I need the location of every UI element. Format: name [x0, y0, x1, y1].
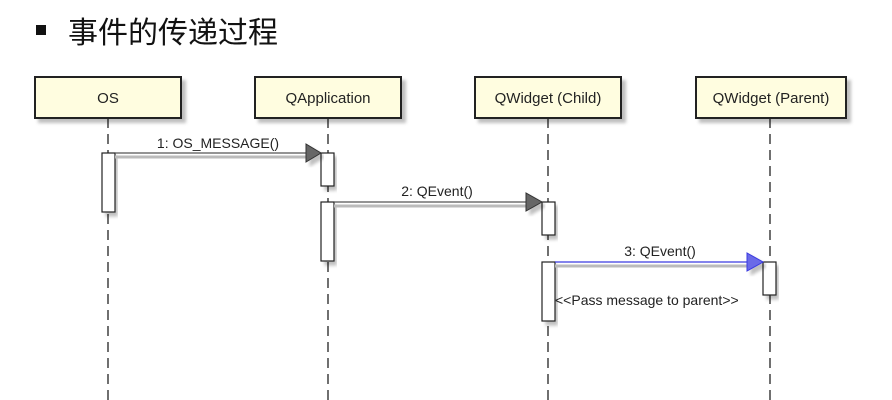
- bullet-icon: [36, 25, 46, 35]
- pass-message-note: <<Pass message to parent>>: [555, 292, 739, 308]
- participant-os: OS: [34, 76, 182, 119]
- activation-qwidget-child-2: [541, 261, 556, 322]
- activation-qwidget-parent: [762, 261, 777, 296]
- activation-qapplication-1: [320, 152, 335, 187]
- message-3-label: 3: QEvent(): [624, 243, 696, 259]
- participant-qwidget-child-label: QWidget (Child): [495, 90, 602, 107]
- arrowhead-3-icon: [746, 252, 765, 272]
- message-1-label: 1: OS_MESSAGE(): [157, 135, 279, 151]
- activation-os: [101, 152, 116, 213]
- participant-qwidget-parent: QWidget (Parent): [695, 76, 847, 119]
- slide-title-text: 事件的传递过程: [68, 16, 278, 51]
- slide-title: 事件的传递过程: [36, 8, 278, 52]
- message-3: 3: QEvent(): [555, 243, 765, 272]
- activation-qapplication-2: [320, 201, 335, 262]
- message-2: 2: QEvent(): [334, 183, 544, 212]
- arrowhead-2-icon: [525, 192, 544, 212]
- arrowhead-1-icon: [305, 143, 322, 163]
- participant-qapplication-label: QApplication: [285, 90, 370, 107]
- participant-qwidget-child: QWidget (Child): [474, 76, 622, 119]
- participant-os-label: OS: [97, 90, 119, 107]
- message-1: 1: OS_MESSAGE(): [115, 135, 322, 163]
- participant-qapplication: QApplication: [254, 76, 402, 119]
- activation-qwidget-child-1: [541, 201, 556, 236]
- message-2-label: 2: QEvent(): [401, 183, 473, 199]
- participant-qwidget-parent-label: QWidget (Parent): [713, 90, 830, 107]
